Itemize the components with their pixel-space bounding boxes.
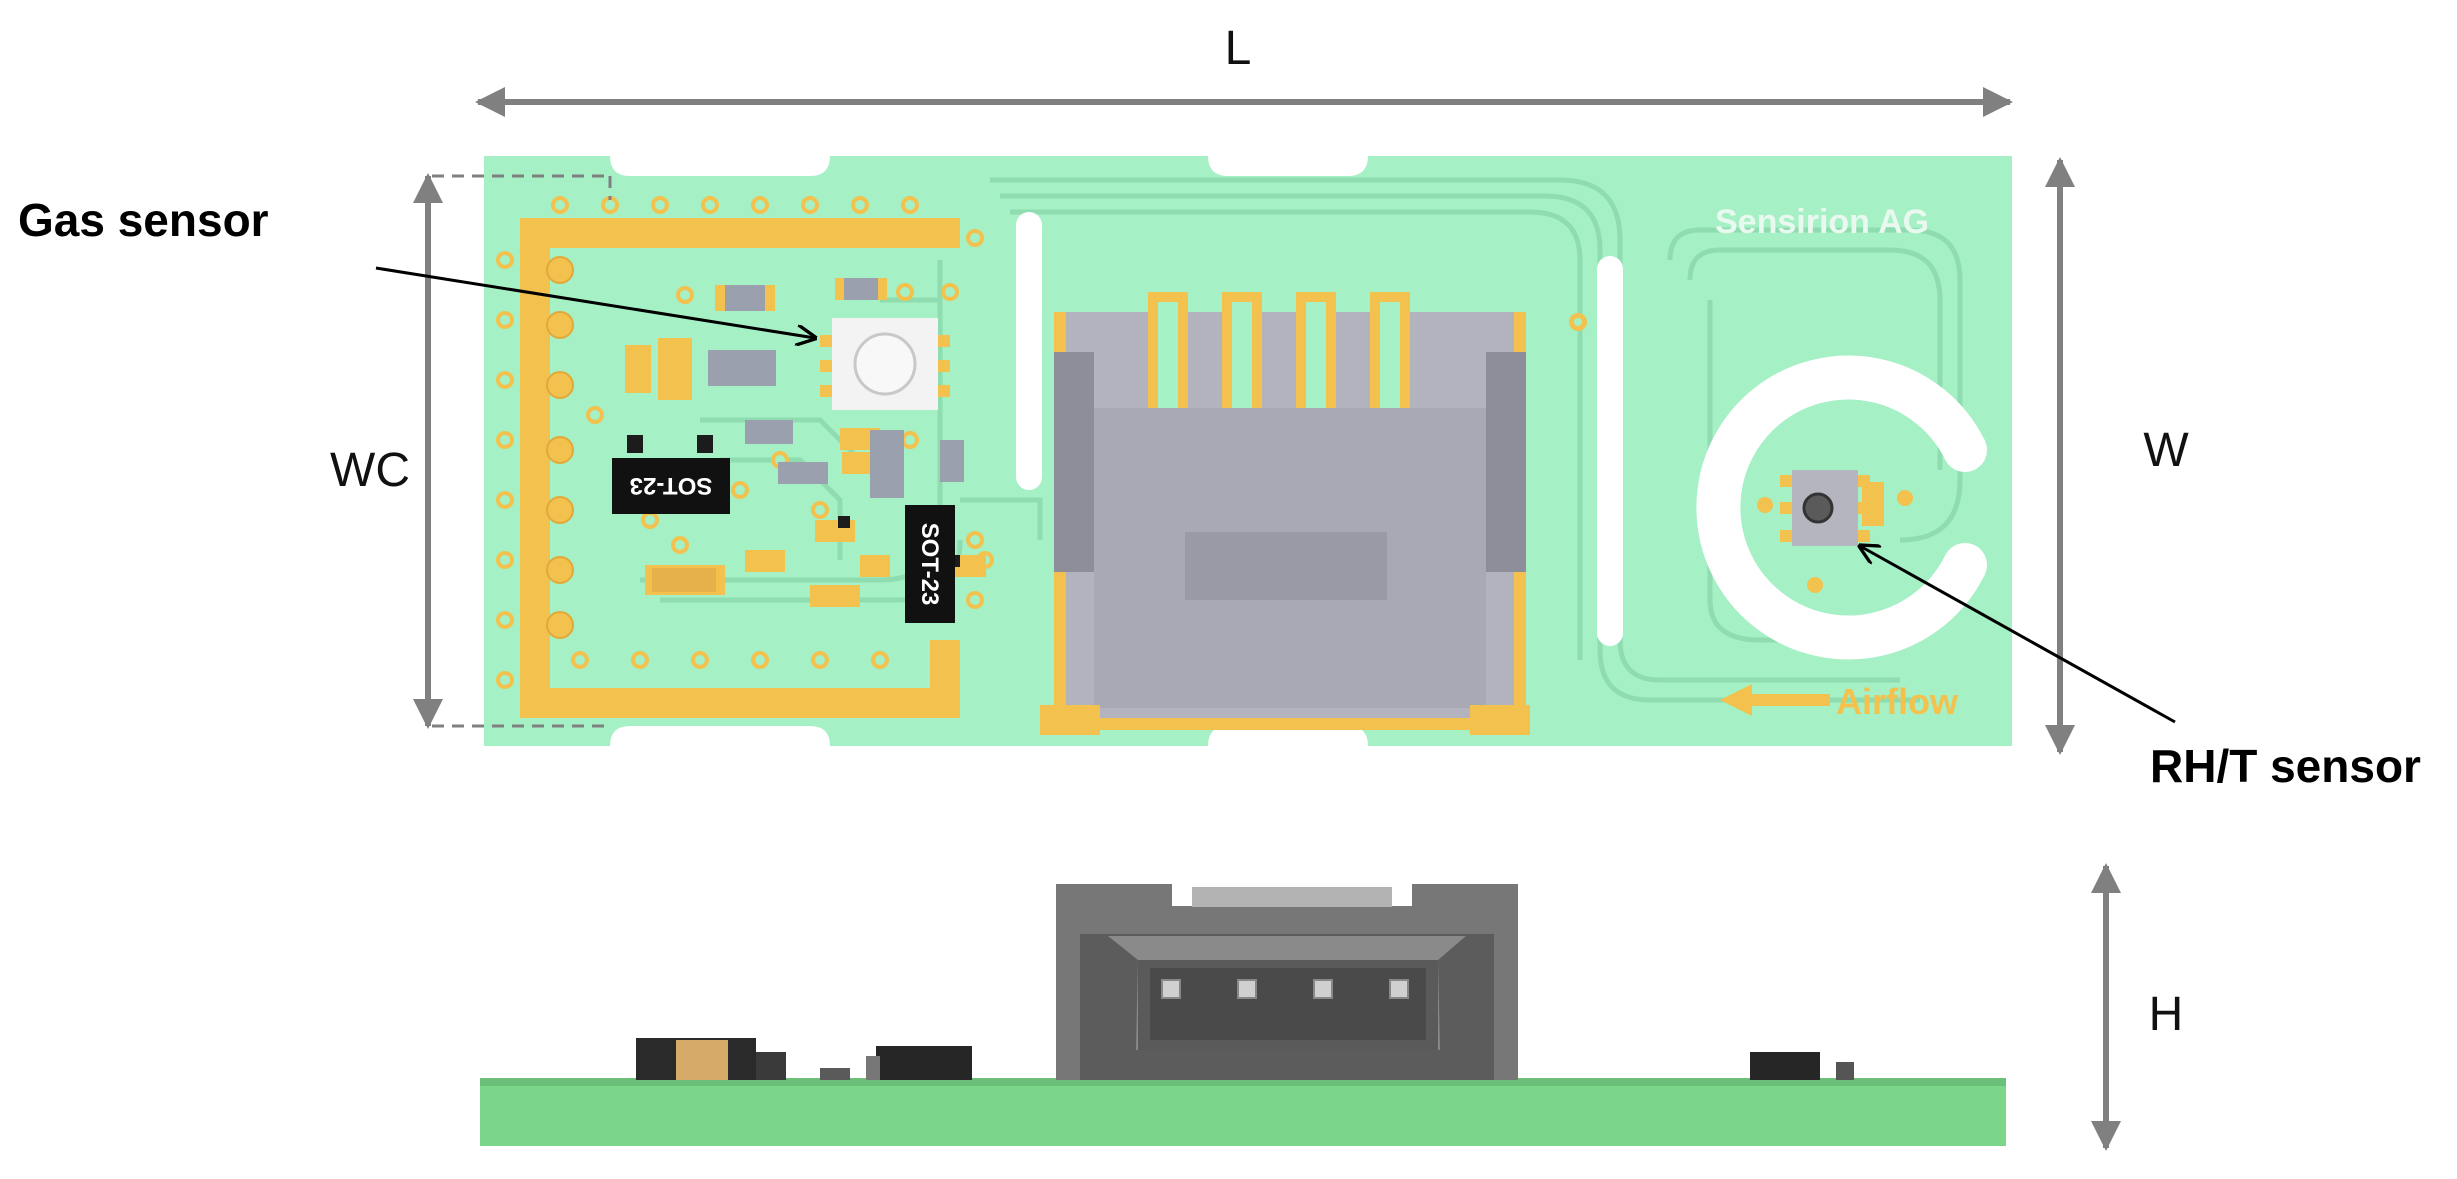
sot23-chip-b-label: SOT-23 [916, 523, 943, 606]
airflow-marking: Airflow [1720, 681, 1959, 722]
brand-marking: Sensirion AG [1715, 203, 1929, 241]
connector-top-view [1040, 292, 1530, 735]
board-slot-left [1016, 212, 1042, 490]
mount-hole-small [1574, 318, 1582, 326]
gas-sensor-label: Gas sensor [18, 194, 269, 246]
rht-sensor-area [1696, 355, 1987, 660]
airflow-arrow-icon [1720, 684, 1830, 716]
height-label: H [2149, 988, 2184, 1041]
pcb-side-view [480, 884, 2006, 1146]
rht-sensor-port [1802, 492, 1834, 524]
rht-sensor-label: RH/T sensor [2150, 740, 2421, 792]
sot23-chip-a-label: SOT-23 [630, 472, 713, 499]
width-cut-guides [432, 174, 612, 728]
pcb-top-view: SOT-23 SOT-23 [484, 156, 2012, 746]
width-label: W [2143, 424, 2189, 477]
length-label: L [1225, 22, 1252, 75]
dimension-arrows [413, 87, 2121, 1151]
connector-pins [1161, 979, 1409, 999]
gas-sensor-leader [375, 266, 815, 338]
rht-sensor-ring [1696, 355, 1985, 660]
gas-sensor-package [820, 318, 950, 410]
sot23-chip-a: SOT-23 [612, 458, 730, 514]
gold-frame [520, 218, 960, 718]
gas-sensor-callout: Gas sensor [18, 194, 815, 338]
side-component-3 [1750, 1052, 1820, 1080]
side-board [480, 1078, 2006, 1146]
connector-side-view [1056, 884, 1518, 1080]
rht-capacitor [1862, 482, 1884, 526]
airflow-label: Airflow [1836, 681, 1959, 722]
sot23-chip-b: SOT-23 [905, 505, 955, 623]
width-cut-label: WC [330, 444, 410, 497]
rht-sensor-leader [1860, 546, 2176, 724]
passive-components [625, 278, 986, 607]
pin-header-pads [546, 256, 574, 639]
side-component-2 [876, 1046, 972, 1080]
board-slot-right [1597, 256, 1623, 646]
rht-sensor-callout: RH/T sensor [1860, 546, 2421, 792]
gold-frame-vias [496, 196, 984, 689]
